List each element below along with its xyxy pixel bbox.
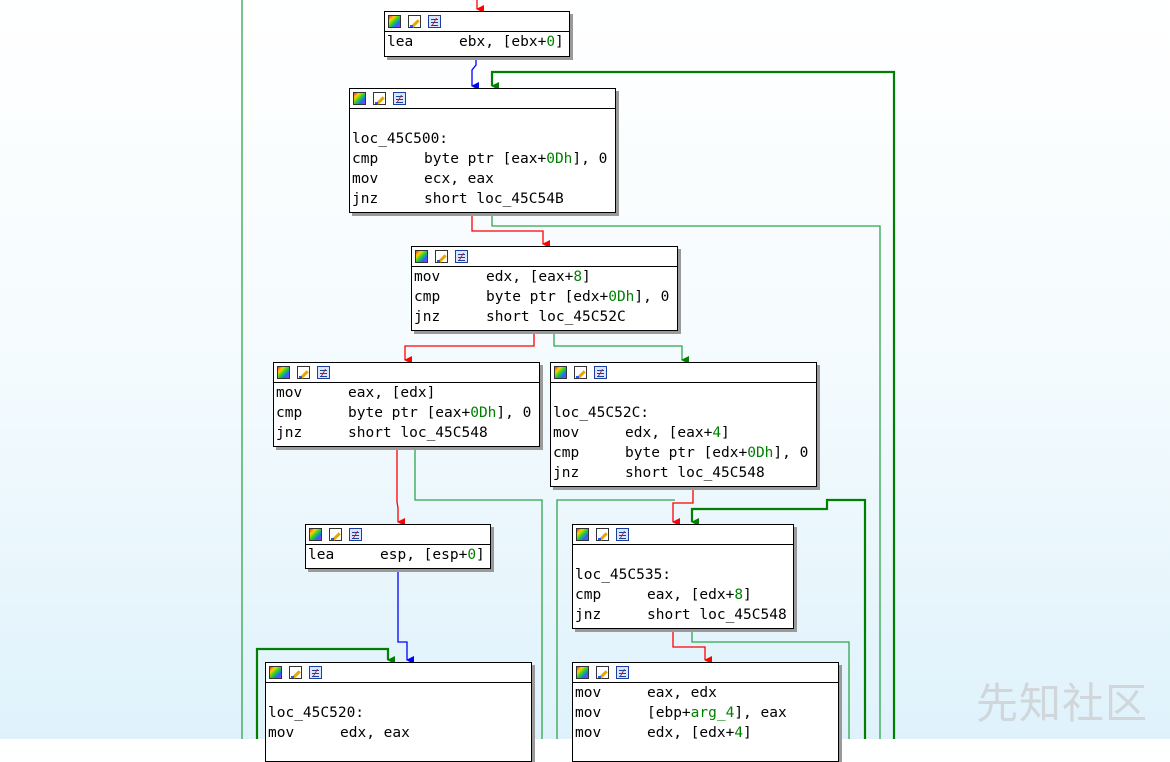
edge-n7-right — [691, 629, 850, 739]
edge-n2-n3 — [471, 213, 550, 248]
block-header — [350, 89, 615, 109]
color-palette-icon[interactable] — [554, 366, 567, 379]
edge-n1-n2 — [471, 57, 479, 90]
edge-n5-n7 — [672, 487, 694, 526]
graph-view-icon[interactable] — [309, 666, 322, 679]
block-label[interactable]: loc_45C500: — [352, 131, 449, 147]
color-palette-icon[interactable] — [576, 666, 589, 679]
block-header — [573, 663, 838, 683]
rename-pencil-icon[interactable] — [408, 15, 421, 28]
block-header — [551, 363, 816, 383]
color-palette-icon[interactable] — [388, 15, 401, 28]
rename-pencil-icon[interactable] — [297, 366, 310, 379]
watermark: 先知社区 — [975, 679, 1148, 728]
edge-n2-right — [491, 213, 881, 739]
block-header — [306, 525, 490, 545]
edge-loop-n2 — [490, 70, 896, 739]
graph-view-icon[interactable] — [455, 250, 468, 263]
rename-pencil-icon[interactable] — [329, 528, 342, 541]
block-header — [385, 12, 569, 32]
color-palette-icon[interactable] — [269, 666, 282, 679]
edge-layer — [241, 0, 896, 739]
graph-view-icon[interactable] — [616, 666, 629, 679]
graph-view-icon[interactable] — [349, 528, 362, 541]
edge-n5-left — [556, 499, 675, 739]
edge-n4-right — [414, 447, 543, 739]
graph-view-icon[interactable] — [317, 366, 330, 379]
graph-view-icon[interactable] — [594, 366, 607, 379]
instruction-line[interactable]: mov[ebp+arg_4], eax — [575, 705, 787, 721]
block-label[interactable]: loc_45C52C: — [553, 405, 650, 421]
rename-pencil-icon[interactable] — [289, 666, 302, 679]
color-palette-icon[interactable] — [309, 528, 322, 541]
block-header — [412, 247, 677, 267]
graph-view-icon[interactable] — [428, 15, 441, 28]
color-palette-icon[interactable] — [277, 366, 290, 379]
block-label[interactable]: loc_45C535: — [575, 567, 672, 583]
edge-loop-n8 — [255, 647, 395, 739]
graph-view-icon[interactable] — [616, 528, 629, 541]
rename-pencil-icon[interactable] — [574, 366, 587, 379]
rename-pencil-icon[interactable] — [596, 666, 609, 679]
block-label[interactable]: loc_45C520: — [268, 705, 365, 721]
color-palette-icon[interactable] — [576, 528, 589, 541]
block-header — [573, 525, 793, 545]
rename-pencil-icon[interactable] — [596, 528, 609, 541]
block-header — [266, 663, 531, 683]
edge-n3-n4 — [404, 331, 535, 364]
graph-view-icon[interactable] — [393, 92, 406, 105]
edge-n7-n9 — [672, 629, 712, 664]
block-header — [274, 363, 539, 383]
rename-pencil-icon[interactable] — [435, 250, 448, 263]
color-palette-icon[interactable] — [415, 250, 428, 263]
edge-loop-n7 — [690, 498, 867, 739]
color-palette-icon[interactable] — [353, 92, 366, 105]
edge-n4-n6 — [396, 447, 405, 526]
edge-n3-n5 — [553, 331, 689, 364]
rename-pencil-icon[interactable] — [373, 92, 386, 105]
edge-n6-n8 — [397, 569, 414, 664]
